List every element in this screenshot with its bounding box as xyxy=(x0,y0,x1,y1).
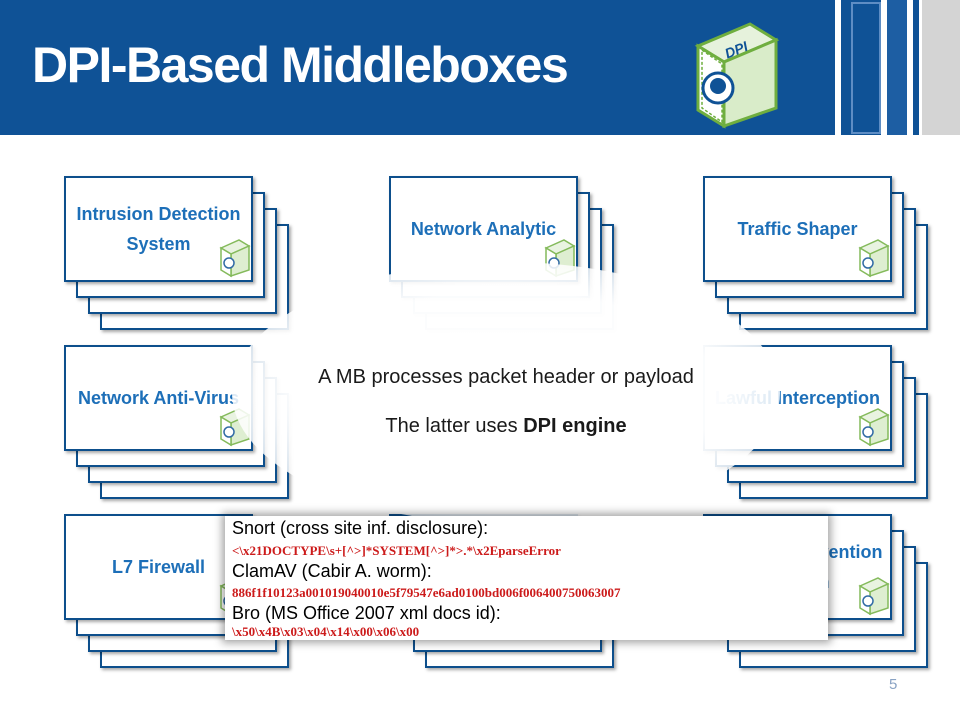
middlebox-stack-shaper: Traffic Shaper xyxy=(703,176,933,330)
decor-bar xyxy=(887,0,907,135)
dpi-mini-icon xyxy=(858,577,890,616)
page-number: 5 xyxy=(889,676,898,693)
signature-examples-box: Snort (cross site inf. disclosure): <\x2… xyxy=(225,516,828,640)
decor-bar xyxy=(849,0,881,135)
slide-title: DPI-Based Middleboxes xyxy=(32,37,569,93)
signature-pattern: <\x21DOCTYPE\s+[^>]*SYSTEM[^>]*>.*\x2Epa… xyxy=(232,543,561,558)
middlebox-label: Network Anti-Virus xyxy=(77,388,240,408)
statement-cloud: A MB processes packet header or payload … xyxy=(232,262,780,524)
title-banner: DPI-Based Middleboxes DPI xyxy=(0,0,835,135)
middlebox-label: Intrusion Detection System xyxy=(76,204,241,254)
middlebox-label: Traffic Shaper xyxy=(737,219,858,239)
middlebox-stack-ids: Intrusion Detection System xyxy=(64,176,294,330)
signature-name: Snort (cross site inf. disclosure): xyxy=(232,518,489,538)
dpi-mini-icon xyxy=(219,239,251,278)
signature-pattern: \x50\x4B\x03\x04\x14\x00\x06\x00 xyxy=(232,624,420,639)
middlebox-label: L7 Firewall xyxy=(111,557,206,577)
middlebox-label: Network Analytic xyxy=(410,219,557,239)
dpi-logo-icon: DPI xyxy=(694,22,780,129)
signature-name: Bro (MS Office 2007 xml docs id): xyxy=(232,603,501,623)
decor-bar xyxy=(913,0,919,135)
decor-bar xyxy=(841,0,849,135)
dpi-engine-term: DPI engine xyxy=(523,415,627,437)
statement-line-2: The latter uses DPI engine xyxy=(385,415,627,437)
statement-line-1: A MB processes packet header or payload xyxy=(318,366,694,388)
decor-bar xyxy=(922,0,960,135)
dpi-mini-icon xyxy=(858,239,890,278)
signature-pattern: 886f1f10123a001019040010e5f79547e6ad0100… xyxy=(232,585,621,600)
dpi-mini-icon xyxy=(858,408,890,447)
signature-name: ClamAV (Cabir A. worm): xyxy=(232,561,432,581)
